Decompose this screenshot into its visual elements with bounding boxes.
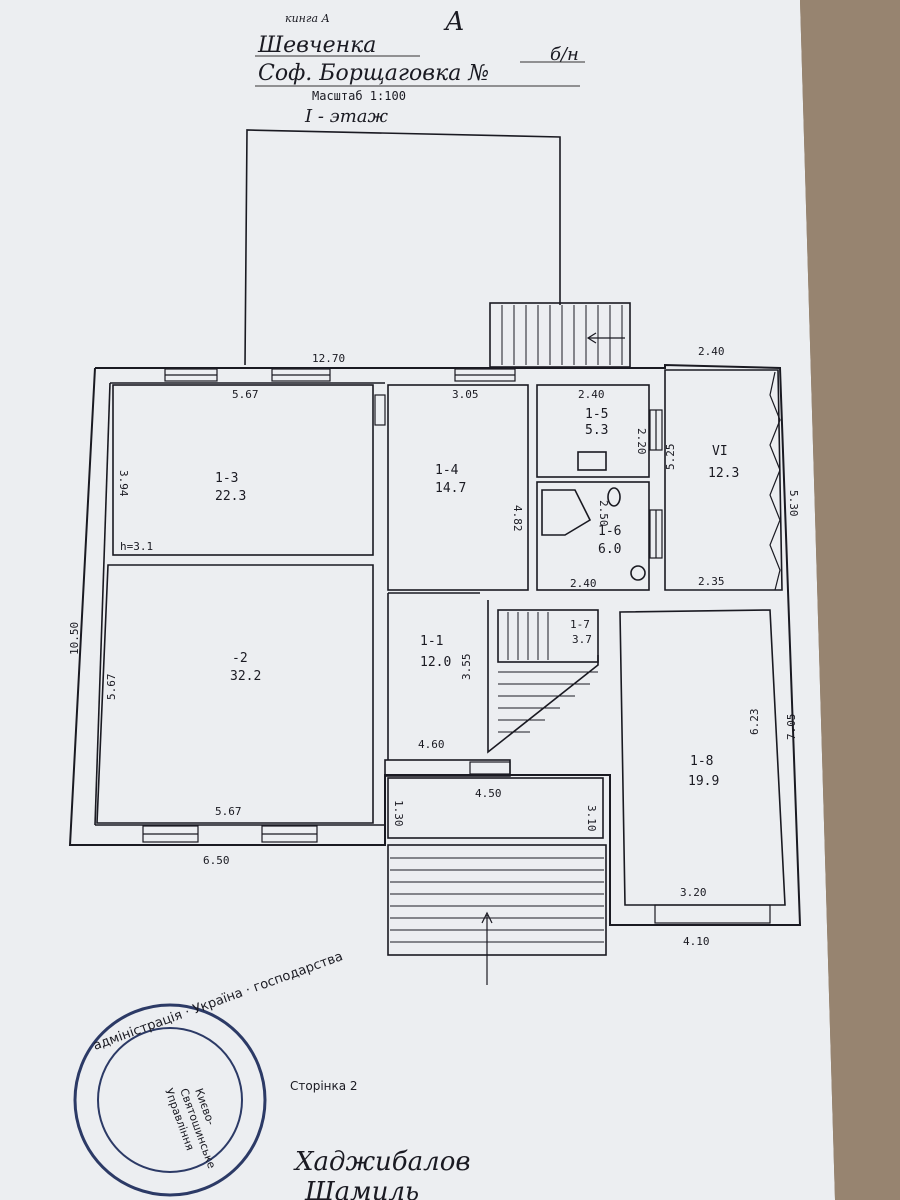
stair-lower-flight bbox=[487, 600, 599, 754]
zigzag-wall bbox=[769, 371, 781, 591]
windows bbox=[142, 368, 771, 924]
header: кинга А А Шевченка б/н Соф. Борщаговка №… bbox=[255, 7, 585, 127]
dim-12-70: 12.70 bbox=[312, 352, 345, 365]
signature-line-2: Шамиль bbox=[304, 1177, 419, 1200]
room-id-1-8: 1-8 bbox=[690, 754, 713, 769]
entrance-arrow-head bbox=[481, 911, 493, 924]
toilet-fixture bbox=[607, 487, 621, 507]
dim-2-40-c: 2.40 bbox=[570, 577, 597, 590]
signature: Хаджибалов Шамиль bbox=[293, 1147, 471, 1200]
room-id-2: -2 bbox=[232, 651, 248, 666]
room-labels: 1-3 22.3 1-4 14.7 1-5 5.3 VI 12.3 1-6 6.… bbox=[215, 407, 739, 789]
entrance-stair-lines bbox=[390, 857, 604, 943]
dim-2-40-b: 2.40 bbox=[698, 345, 725, 358]
room-area-2: 32.2 bbox=[230, 669, 261, 684]
dim-5-67-left: 5.67 bbox=[105, 674, 118, 701]
dim-5-67-bottom: 5.67 bbox=[215, 805, 242, 818]
dim-5-67-top: 5.67 bbox=[232, 388, 259, 401]
room-area-1-6: 6.0 bbox=[598, 542, 621, 557]
room-area-1-4: 14.7 bbox=[435, 481, 466, 496]
room-area-1-7: 3.7 bbox=[572, 633, 592, 646]
ceiling-height: h=3.1 bbox=[120, 540, 153, 553]
dim-10-50: 10.50 bbox=[68, 622, 81, 655]
stove-fixture bbox=[577, 451, 607, 471]
dim-6-23: 6.23 bbox=[748, 709, 761, 736]
dim-3-05: 3.05 bbox=[452, 388, 479, 401]
entrance-stairs bbox=[387, 844, 607, 956]
room-id-1-7: 1-7 bbox=[570, 618, 590, 631]
room-id-1-6: 1-6 bbox=[598, 524, 621, 539]
room-area-1-1: 12.0 bbox=[420, 655, 451, 670]
top-porch-hatching bbox=[501, 305, 623, 365]
outer-wall bbox=[68, 363, 802, 926]
room-id-1-4: 1-4 bbox=[435, 463, 459, 478]
room-1-3-outline bbox=[112, 384, 374, 556]
room-id-1-3: 1-3 bbox=[215, 471, 238, 486]
stair-1-7-top bbox=[497, 609, 599, 663]
dim-5-30: 5.30 bbox=[787, 490, 800, 517]
scale-label: Масштаб 1:100 bbox=[312, 89, 406, 103]
dimension-labels: 12.70 5.67 3.05 2.40 2.40 2.20 3.94 4.82… bbox=[68, 345, 800, 948]
village-name: Соф. Борщаговка № bbox=[258, 61, 489, 86]
signature-line-1: Хаджибалов bbox=[293, 1147, 471, 1177]
room-1-5-outline bbox=[536, 384, 650, 478]
faded-stamp-text: Сторінка 2 bbox=[290, 1079, 358, 1093]
stamp-outer-ring bbox=[73, 1003, 267, 1197]
room-VI-outline bbox=[664, 369, 783, 591]
dim-7-05: 7.05 bbox=[785, 714, 798, 741]
dim-1-30: 1.30 bbox=[392, 800, 405, 827]
dim-2-35: 2.35 bbox=[698, 575, 725, 588]
dim-5-25: 5.25 bbox=[664, 444, 677, 471]
paper-sheet bbox=[0, 0, 835, 1200]
dim-4-82: 4.82 bbox=[511, 505, 524, 532]
building-letter: А bbox=[443, 7, 465, 37]
room-id-1-5: 1-5 bbox=[585, 407, 608, 422]
dim-4-50: 4.50 bbox=[475, 787, 502, 800]
dim-3-55: 3.55 bbox=[460, 654, 473, 681]
dim-6-50: 6.50 bbox=[203, 854, 230, 867]
annex-outline bbox=[244, 129, 561, 366]
room-1-8-outline bbox=[619, 609, 786, 906]
dim-4-60: 4.60 bbox=[418, 738, 445, 751]
shower-fixture bbox=[541, 489, 592, 536]
room-area-1-8: 19.9 bbox=[688, 774, 719, 789]
dim-4-10: 4.10 bbox=[683, 935, 710, 948]
dim-3-10: 3.10 bbox=[585, 805, 598, 832]
stamp-inner-ring bbox=[97, 1027, 243, 1173]
room-id-1-1: 1-1 bbox=[420, 634, 443, 649]
dim-3-94: 3.94 bbox=[117, 470, 130, 497]
floor-label: I - этаж bbox=[304, 106, 389, 127]
vestibule-outline bbox=[387, 777, 604, 839]
street-name: Шевченка bbox=[257, 33, 376, 58]
room-area-1-5: 5.3 bbox=[585, 423, 608, 438]
paper-shadow bbox=[800, 0, 900, 1200]
porch-arrow-head bbox=[586, 332, 597, 344]
dim-3-20: 3.20 bbox=[680, 886, 707, 899]
dim-2-40-a: 2.40 bbox=[578, 388, 605, 401]
dim-2-20: 2.20 bbox=[635, 428, 648, 455]
room-2-outline bbox=[96, 564, 374, 824]
room-id-VI: VI bbox=[712, 444, 728, 459]
plan-drawing bbox=[68, 129, 802, 985]
room-area-VI: 12.3 bbox=[708, 466, 739, 481]
room-area-1-3: 22.3 bbox=[215, 489, 246, 504]
inner-wall-left bbox=[94, 382, 111, 826]
faded-header-text: кинга А bbox=[285, 12, 330, 25]
house-suffix: б/н bbox=[550, 44, 579, 65]
sink-fixture bbox=[630, 565, 646, 581]
dim-2-50: 2.50 bbox=[597, 500, 610, 527]
room-1-4-outline bbox=[387, 384, 529, 591]
room-1-6-outline bbox=[536, 481, 650, 591]
